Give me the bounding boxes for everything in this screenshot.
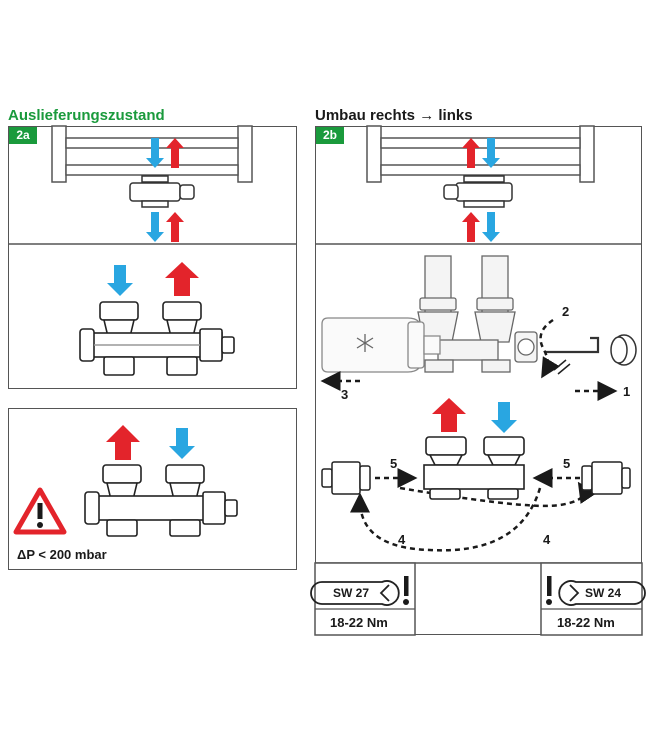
step-5-left: 5 [390, 456, 398, 471]
step-5-right: 5 [563, 456, 571, 471]
sw-left-size: SW 27 [333, 586, 370, 600]
wrench-icon-right [558, 580, 646, 606]
tag-2a: 2a [9, 127, 37, 144]
wrench-icon [310, 580, 400, 606]
sw-left-torque: 18-22 Nm [330, 615, 388, 630]
cap-nut [610, 334, 637, 366]
valve-small-2b [443, 175, 513, 208]
valve-block-2b [423, 436, 525, 500]
exclamation-icon [403, 576, 409, 605]
step-4-right: 4 [543, 532, 551, 547]
supply-arrow-blue-2 [169, 428, 195, 459]
panel-2b [315, 126, 642, 635]
step-1: 1 [623, 384, 631, 399]
heading-delivery-state: Auslieferungszustand [8, 107, 165, 124]
hex-key-icon [546, 336, 600, 354]
flow-arrows-2b-top [462, 138, 500, 242]
supply-arrow-blue-2b [491, 402, 517, 433]
exclamation-icon-right [546, 576, 552, 605]
return-arrow-red [165, 262, 199, 296]
snowflake-icon [356, 334, 374, 352]
blind-plug-right [581, 461, 631, 495]
warning-triangle-icon [13, 487, 67, 535]
return-arrow-red-2 [106, 425, 140, 460]
supply-arrow-blue [107, 265, 133, 296]
tag-2b: 2b [316, 127, 344, 144]
radiator-top-2b [366, 125, 595, 183]
return-arrow-red-2b [432, 398, 466, 432]
panel-2a-bottom [8, 408, 297, 570]
connection-pipes [417, 255, 538, 373]
flow-arrows-2a-top [146, 138, 184, 242]
step-3: 3 [341, 387, 349, 402]
sw-right-torque: 18-22 Nm [557, 615, 615, 630]
valve-block-2a-bottom [84, 464, 238, 537]
step-2: 2 [562, 304, 570, 319]
pressure-label: ΔP < 200 mbar [17, 547, 107, 562]
sw-box-right [540, 562, 643, 636]
thermostat-head [321, 317, 441, 373]
valve-block-2a [79, 301, 235, 376]
valve-small-2a [129, 175, 195, 208]
thermostat-insert-left [321, 461, 371, 495]
step-4-left: 4 [398, 532, 406, 547]
sw-right-size: SW 24 [585, 586, 622, 600]
heading-conversion: Umbau rechts → links [315, 107, 473, 124]
